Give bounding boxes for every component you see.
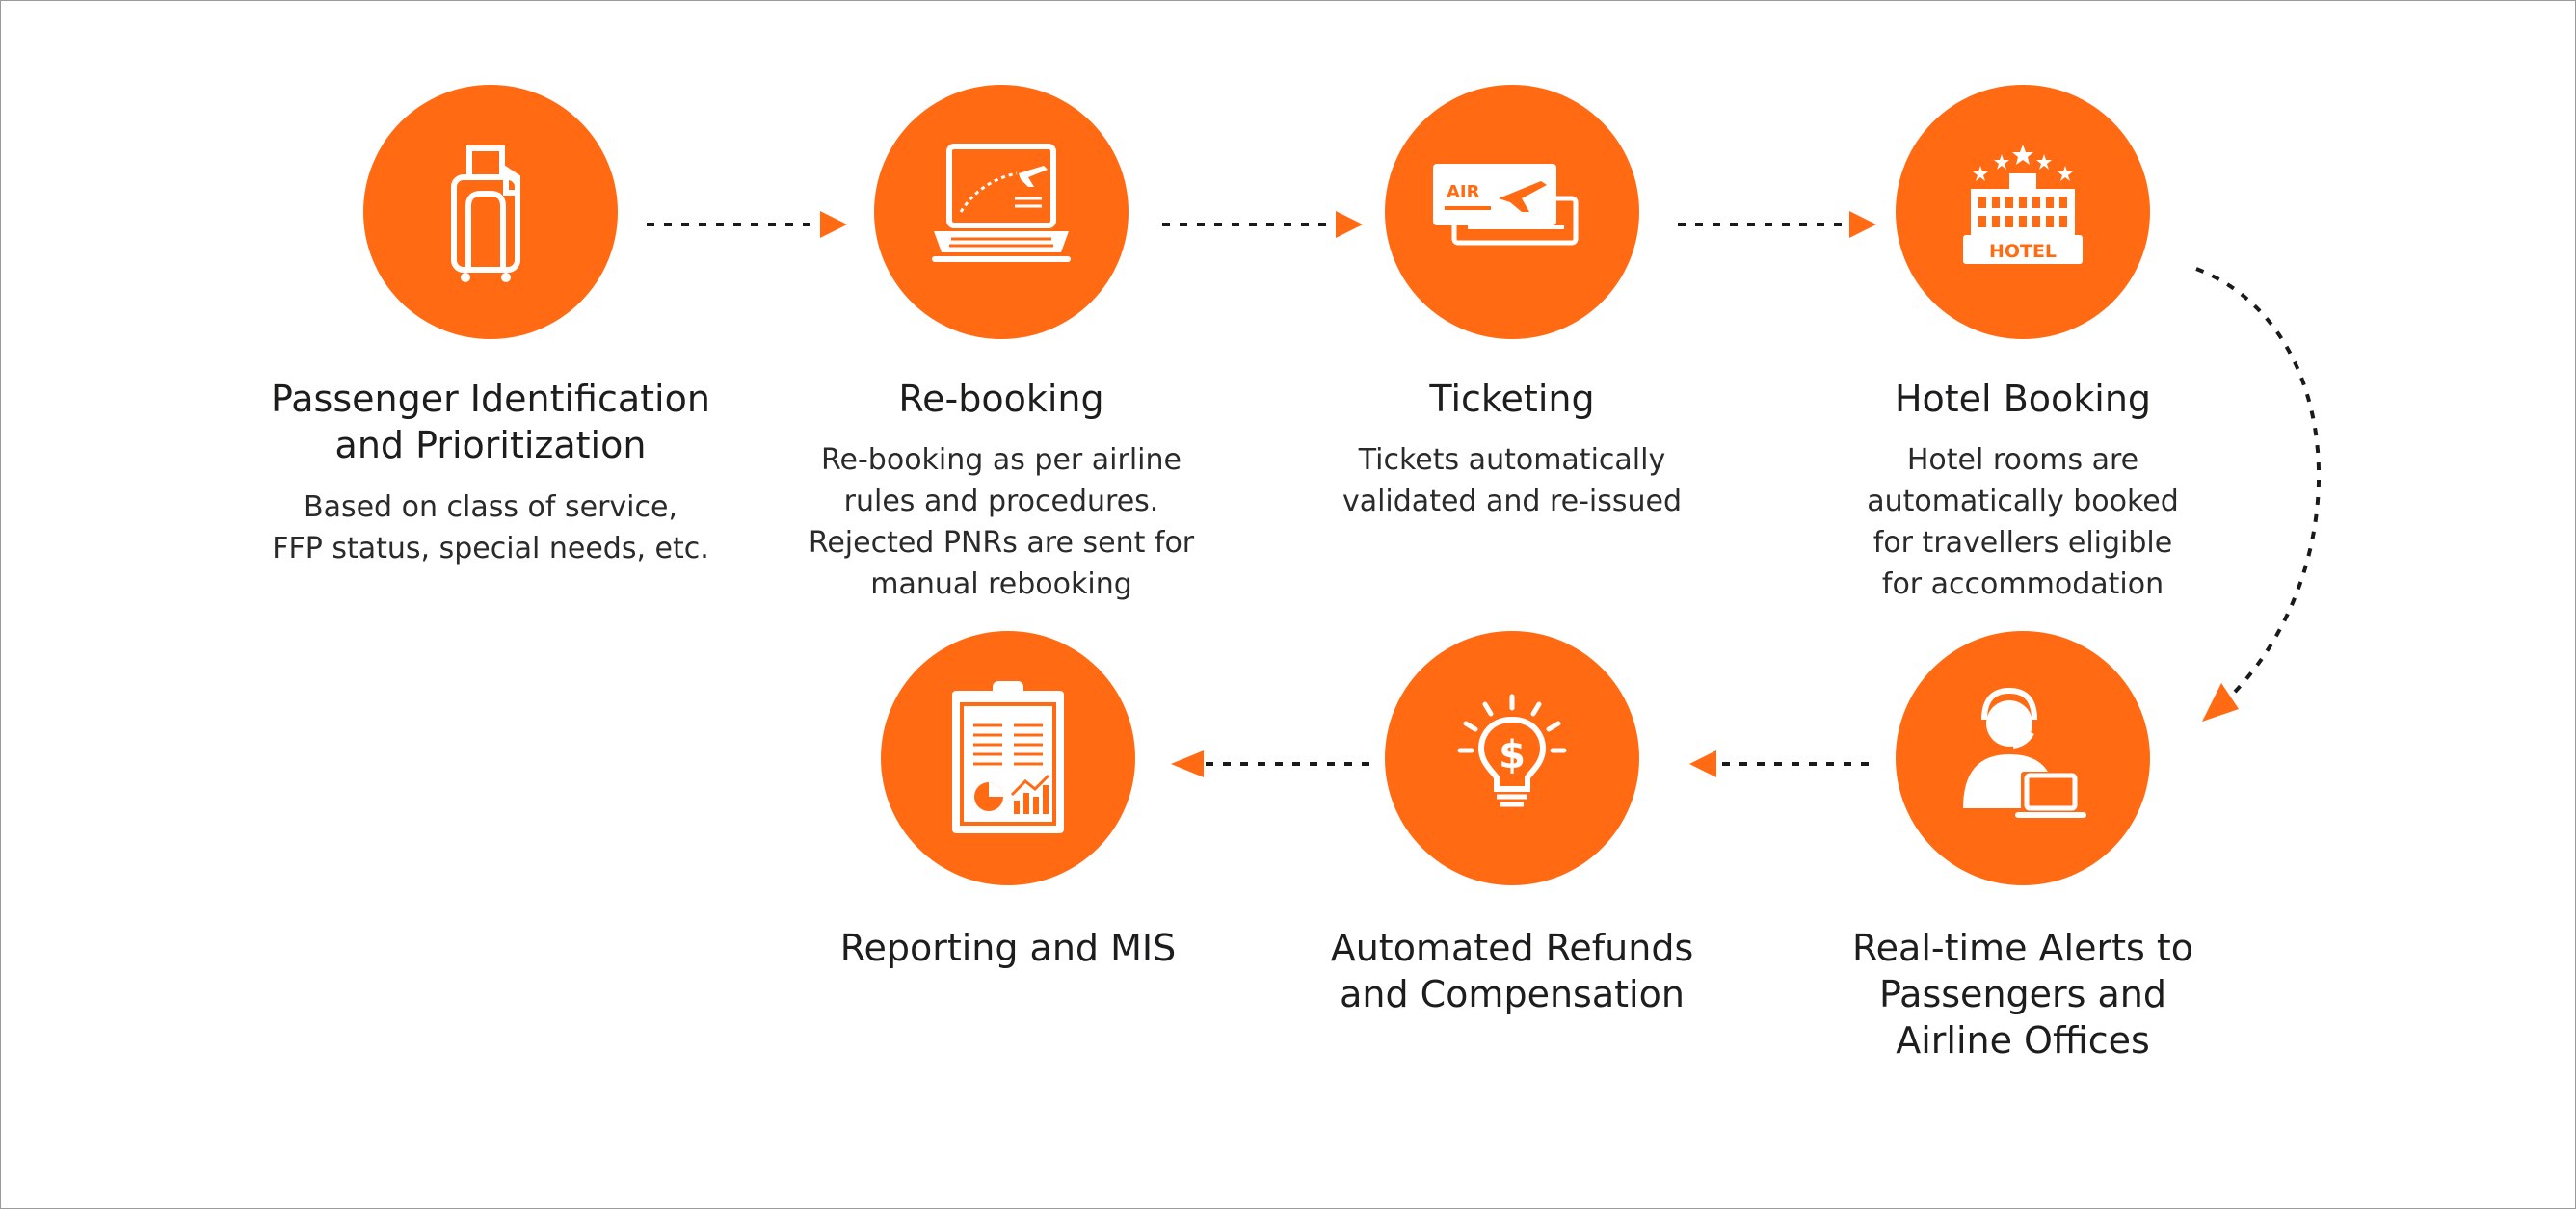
step-title-hotel-booking: Hotel Booking — [1894, 378, 2152, 420]
step-title-ticketing: Ticketing — [1429, 378, 1595, 420]
step-circle-re-booking — [874, 85, 1129, 339]
step-title-real-time-alerts: Real-time Alerts to Passengers and Airli… — [1851, 927, 2194, 1062]
step-title-passenger-identification: Passenger Identification and Prioritizat… — [271, 378, 710, 466]
step-circle-real-time-alerts — [1896, 631, 2150, 885]
step-circle-reporting — [881, 631, 1135, 885]
arrow-head-6-7 — [1171, 750, 1204, 777]
step-description-re-booking: Re-booking as per airline rules and proc… — [808, 443, 1195, 601]
arrow-head-1-2 — [820, 211, 847, 238]
hotel-icon: HOTEL — [1963, 145, 2083, 264]
arrow-head-4-5 — [2202, 683, 2239, 722]
laptop-flight-icon — [932, 144, 1071, 262]
support-agent-icon — [1963, 687, 2086, 818]
air-ticket-icon: AIR — [1433, 164, 1579, 246]
step-description-hotel-booking: Hotel rooms are automatically booked for… — [1867, 443, 2179, 601]
step-circle-passenger-identification — [363, 85, 618, 339]
air-ticket-label: AIR — [1447, 182, 1480, 202]
step-circle-hotel-booking: HOTEL — [1896, 85, 2150, 339]
arrow-head-2-3 — [1336, 211, 1363, 238]
clipboard-report-icon — [952, 681, 1064, 833]
lightbulb-dollar-icon: $ — [1457, 694, 1567, 807]
arrow-head-5-6 — [1689, 750, 1716, 777]
arrow-curve-4-5 — [2195, 267, 2322, 706]
step-description-ticketing: Tickets automatically validated and re-i… — [1341, 443, 1683, 518]
step-title-reporting: Reporting and MIS — [839, 927, 1177, 969]
step-description-passenger-identification: Based on class of service, FFP status, s… — [272, 490, 709, 566]
arrow-head-3-4 — [1849, 211, 1876, 238]
step-title-automated-refunds: Automated Refunds and Compensation — [1330, 927, 1694, 1015]
step-circle-ticketing: AIR — [1385, 85, 1639, 339]
luggage-icon — [451, 145, 520, 282]
step-title-re-booking: Re-booking — [898, 378, 1104, 420]
step-circle-automated-refunds: $ — [1385, 631, 1639, 885]
dollar-symbol: $ — [1499, 733, 1526, 777]
hotel-sign-label: HOTEL — [1989, 241, 2057, 262]
